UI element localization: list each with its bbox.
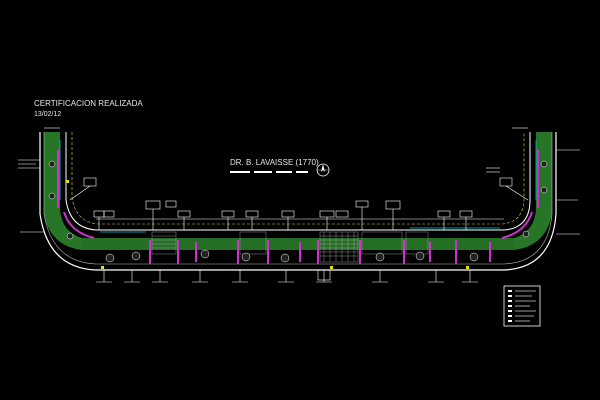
tree-icon: [48, 160, 548, 263]
street-name-label: DR. B. LAVAISSE (1770): [230, 158, 319, 167]
bottom-green-band: [82, 238, 514, 250]
side-callouts: [18, 127, 580, 235]
certification-date: 13/02/12: [34, 111, 61, 118]
certification-title: CERTIFICACION REALIZADA: [34, 99, 143, 108]
left-green-strip: [44, 132, 82, 250]
yellow-markers: [66, 180, 469, 269]
inner-dashed: [71, 132, 525, 225]
outer-curb: [39, 132, 557, 271]
cyan-details: [59, 140, 537, 233]
legend-box: [503, 285, 541, 327]
outer-curb-2: [43, 132, 553, 265]
inner-curb: [65, 132, 531, 231]
paving-blocks: [151, 231, 429, 263]
street-plan: [39, 132, 557, 271]
magenta-segments: [57, 150, 539, 264]
callout-labels-top: [69, 177, 529, 230]
north-arrow-icon: [316, 163, 330, 177]
callout-labels-bottom: [96, 269, 478, 283]
